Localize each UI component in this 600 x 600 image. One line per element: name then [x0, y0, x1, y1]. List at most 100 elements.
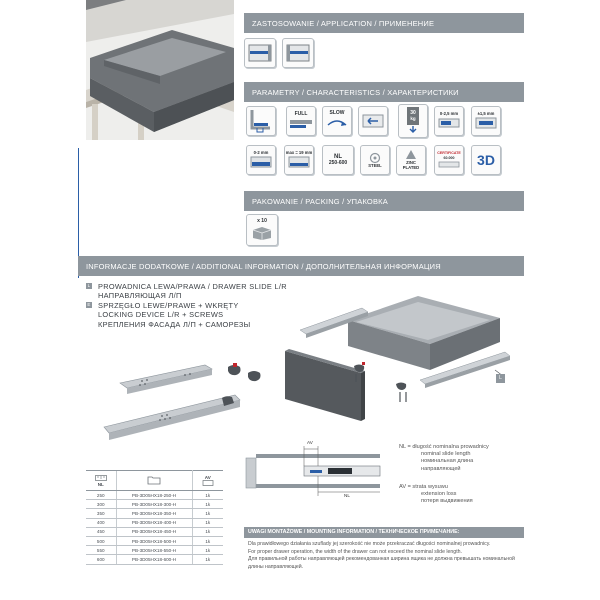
av-legend: AV = strata wysuwu extension loss потеря… [399, 484, 473, 506]
param-full-extension-icon: FULL [286, 106, 316, 136]
nl-legend-line-3: номинальная длина [421, 458, 474, 465]
nl-legend-line-1: NL = długość nominalna prowadnicy [399, 444, 489, 450]
param-nl-label: NL [334, 153, 342, 160]
cell-code: PB-3D05HX18-400-H [115, 518, 193, 528]
part-slide-line-2: НАПРАВЛЯЮЩАЯ Л/П [98, 291, 182, 301]
part-locking: E SPRZĘGŁO LEWE/PRAWE + WKRĘTY LOCKING D… [86, 301, 287, 329]
cell-nl: 350 [86, 508, 116, 519]
ruler-icon [94, 474, 107, 481]
svg-text:30: 30 [410, 110, 416, 116]
param-soft-close-icon: SLOW [322, 106, 352, 136]
drawer-photo [86, 0, 234, 140]
part-locking-mark: E [86, 301, 92, 308]
package-icon [202, 479, 214, 486]
mounting-notes-title: UWAGI MONTAŻOWE / MOUNTING INFORMATION /… [244, 527, 524, 538]
packing-header-text: PAKOWANIE / PACKING / УПАКОВКА [252, 196, 388, 206]
param-steel-label: STEEL [368, 162, 382, 168]
cell-nl: 300 [86, 499, 116, 510]
application-header: ZASTOSOWANIE / APPLICATION / ПРИМЕНЕНИЕ [244, 13, 524, 33]
param-board-label: max = 19 mm [285, 149, 313, 155]
part-locking-line-3: КРЕПЛЕНИЯ ФАСАДА Л/П + САМОРЕЗЫ [98, 319, 251, 329]
drawer-side-right-icon [286, 44, 310, 62]
cell-qty: 1k [192, 499, 223, 510]
mounting-note-ru: Для правильной работы направляющей реком… [248, 556, 515, 570]
cell-qty: 1k [192, 527, 223, 537]
mounting-notes: UWAGI MONTAŻOWE / MOUNTING INFORMATION /… [244, 527, 524, 574]
param-load-icon: 30 kg [398, 104, 428, 138]
parameters-header-text: PARAMETRY / CHARACTERISTICS / ХАРАКТЕРИС… [252, 87, 459, 97]
param-gap-c-label: 0-2 mm [253, 149, 269, 155]
cross-section-drawing: AV NL [244, 440, 384, 500]
nl-dimension-label: NL [344, 493, 350, 498]
part-locking-line-2: LOCKING DEVICE L/R + SCREWS [98, 310, 224, 320]
cell-code: PB-3D05HX18-600-H [115, 554, 193, 565]
cell-qty: 1k [192, 536, 223, 547]
param-nominal-length-icon: NL 250-600 [322, 145, 354, 175]
front-panel-image [283, 345, 365, 425]
additional-header-text: INFORMACJE DODATKOWE / ADDITIONAL INFORM… [86, 261, 441, 271]
param-side-gap-icon: 0-2 mm [246, 145, 276, 175]
cell-nl: 550 [86, 545, 116, 556]
cell-code: PB-3D05HX18-500-H [115, 536, 193, 547]
drawer-side-left-icon [248, 44, 272, 62]
cell-qty: 1k [192, 545, 223, 556]
cell-nl: 500 [86, 536, 116, 547]
param-steel-icon: STEEL [360, 145, 390, 175]
param-certificate-label: CERTIFICATE [437, 151, 461, 156]
param-certificate-icon: CERTIFICATE 60.000 [434, 145, 464, 175]
cell-code: PB-3D05HX18-250-H [115, 490, 193, 501]
av-legend-line-2: extension loss [421, 491, 457, 498]
parameters-header: PARAMETRY / CHARACTERISTICS / ХАРАКТЕРИС… [244, 82, 524, 102]
application-header-text: ZASTOSOWANIE / APPLICATION / ПРИМЕНЕНИЕ [252, 18, 435, 28]
cell-nl: 250 [86, 490, 116, 501]
parts-description: L PROWADNICA LEWA/PRAWA / DRAWER SLIDE L… [86, 282, 287, 329]
part-locking-line-1: SPRZĘGŁO LEWE/PRAWE + WKRĘTY [98, 300, 239, 310]
cell-nl: 450 [86, 527, 116, 537]
param-depth-adjust-icon: 0-2,5 mm [434, 106, 464, 136]
cell-nl: 600 [86, 554, 116, 565]
folder-icon [147, 476, 161, 484]
av-legend-line-3: потеря выдвижения [421, 498, 473, 505]
application-icon-right [282, 38, 314, 68]
mounting-note-en: For proper drawer operation, the width o… [248, 548, 462, 555]
part-slide-mark: L [86, 283, 92, 289]
svg-text:kg: kg [410, 116, 416, 121]
packing-header: PAKOWANIE / PACKING / УПАКОВКА [244, 191, 524, 211]
header-code [115, 470, 193, 491]
header-av-text: AV [204, 474, 211, 480]
slides-product-image [100, 345, 280, 445]
param-height-adjust-icon: ±1,5 mm [471, 106, 501, 136]
packing-qty-label: x 10 [257, 218, 267, 225]
slide-callout-label: L [496, 374, 505, 383]
param-3d-label: 3D [477, 151, 495, 168]
header-nl: NL [86, 470, 116, 491]
param-nl-range-label: 250-600 [328, 159, 348, 166]
param-zinc-label: ZINC PLATED [402, 160, 420, 170]
cell-qty: 1k [192, 554, 223, 565]
cell-code: PB-3D05HX18-300-H [115, 499, 193, 510]
param-push-icon [358, 106, 388, 136]
nl-legend: NL = długość nominalna prowadnicy nomina… [399, 444, 489, 473]
additional-header: INFORMACJE DODATKOWE / ADDITIONAL INFORM… [78, 256, 524, 276]
param-undermount-icon [246, 106, 276, 136]
param-zinc-icon: ZINC PLATED [396, 145, 426, 175]
param-gap-b-label: ±1,5 mm [477, 110, 495, 116]
av-dimension-label: AV [307, 440, 313, 445]
param-slow-label: SLOW [329, 110, 345, 117]
param-full-label: FULL [294, 111, 308, 118]
nl-legend-line-2: nominal slide length [421, 451, 471, 458]
cell-qty: 1k [192, 508, 223, 519]
left-margin-line [78, 148, 79, 278]
cell-code: PB-3D05HX18-450-H [115, 527, 193, 537]
nl-legend-line-4: направляющей [421, 465, 461, 472]
application-icon-left [244, 38, 276, 68]
param-gap-a-label: 0-2,5 mm [439, 110, 459, 116]
